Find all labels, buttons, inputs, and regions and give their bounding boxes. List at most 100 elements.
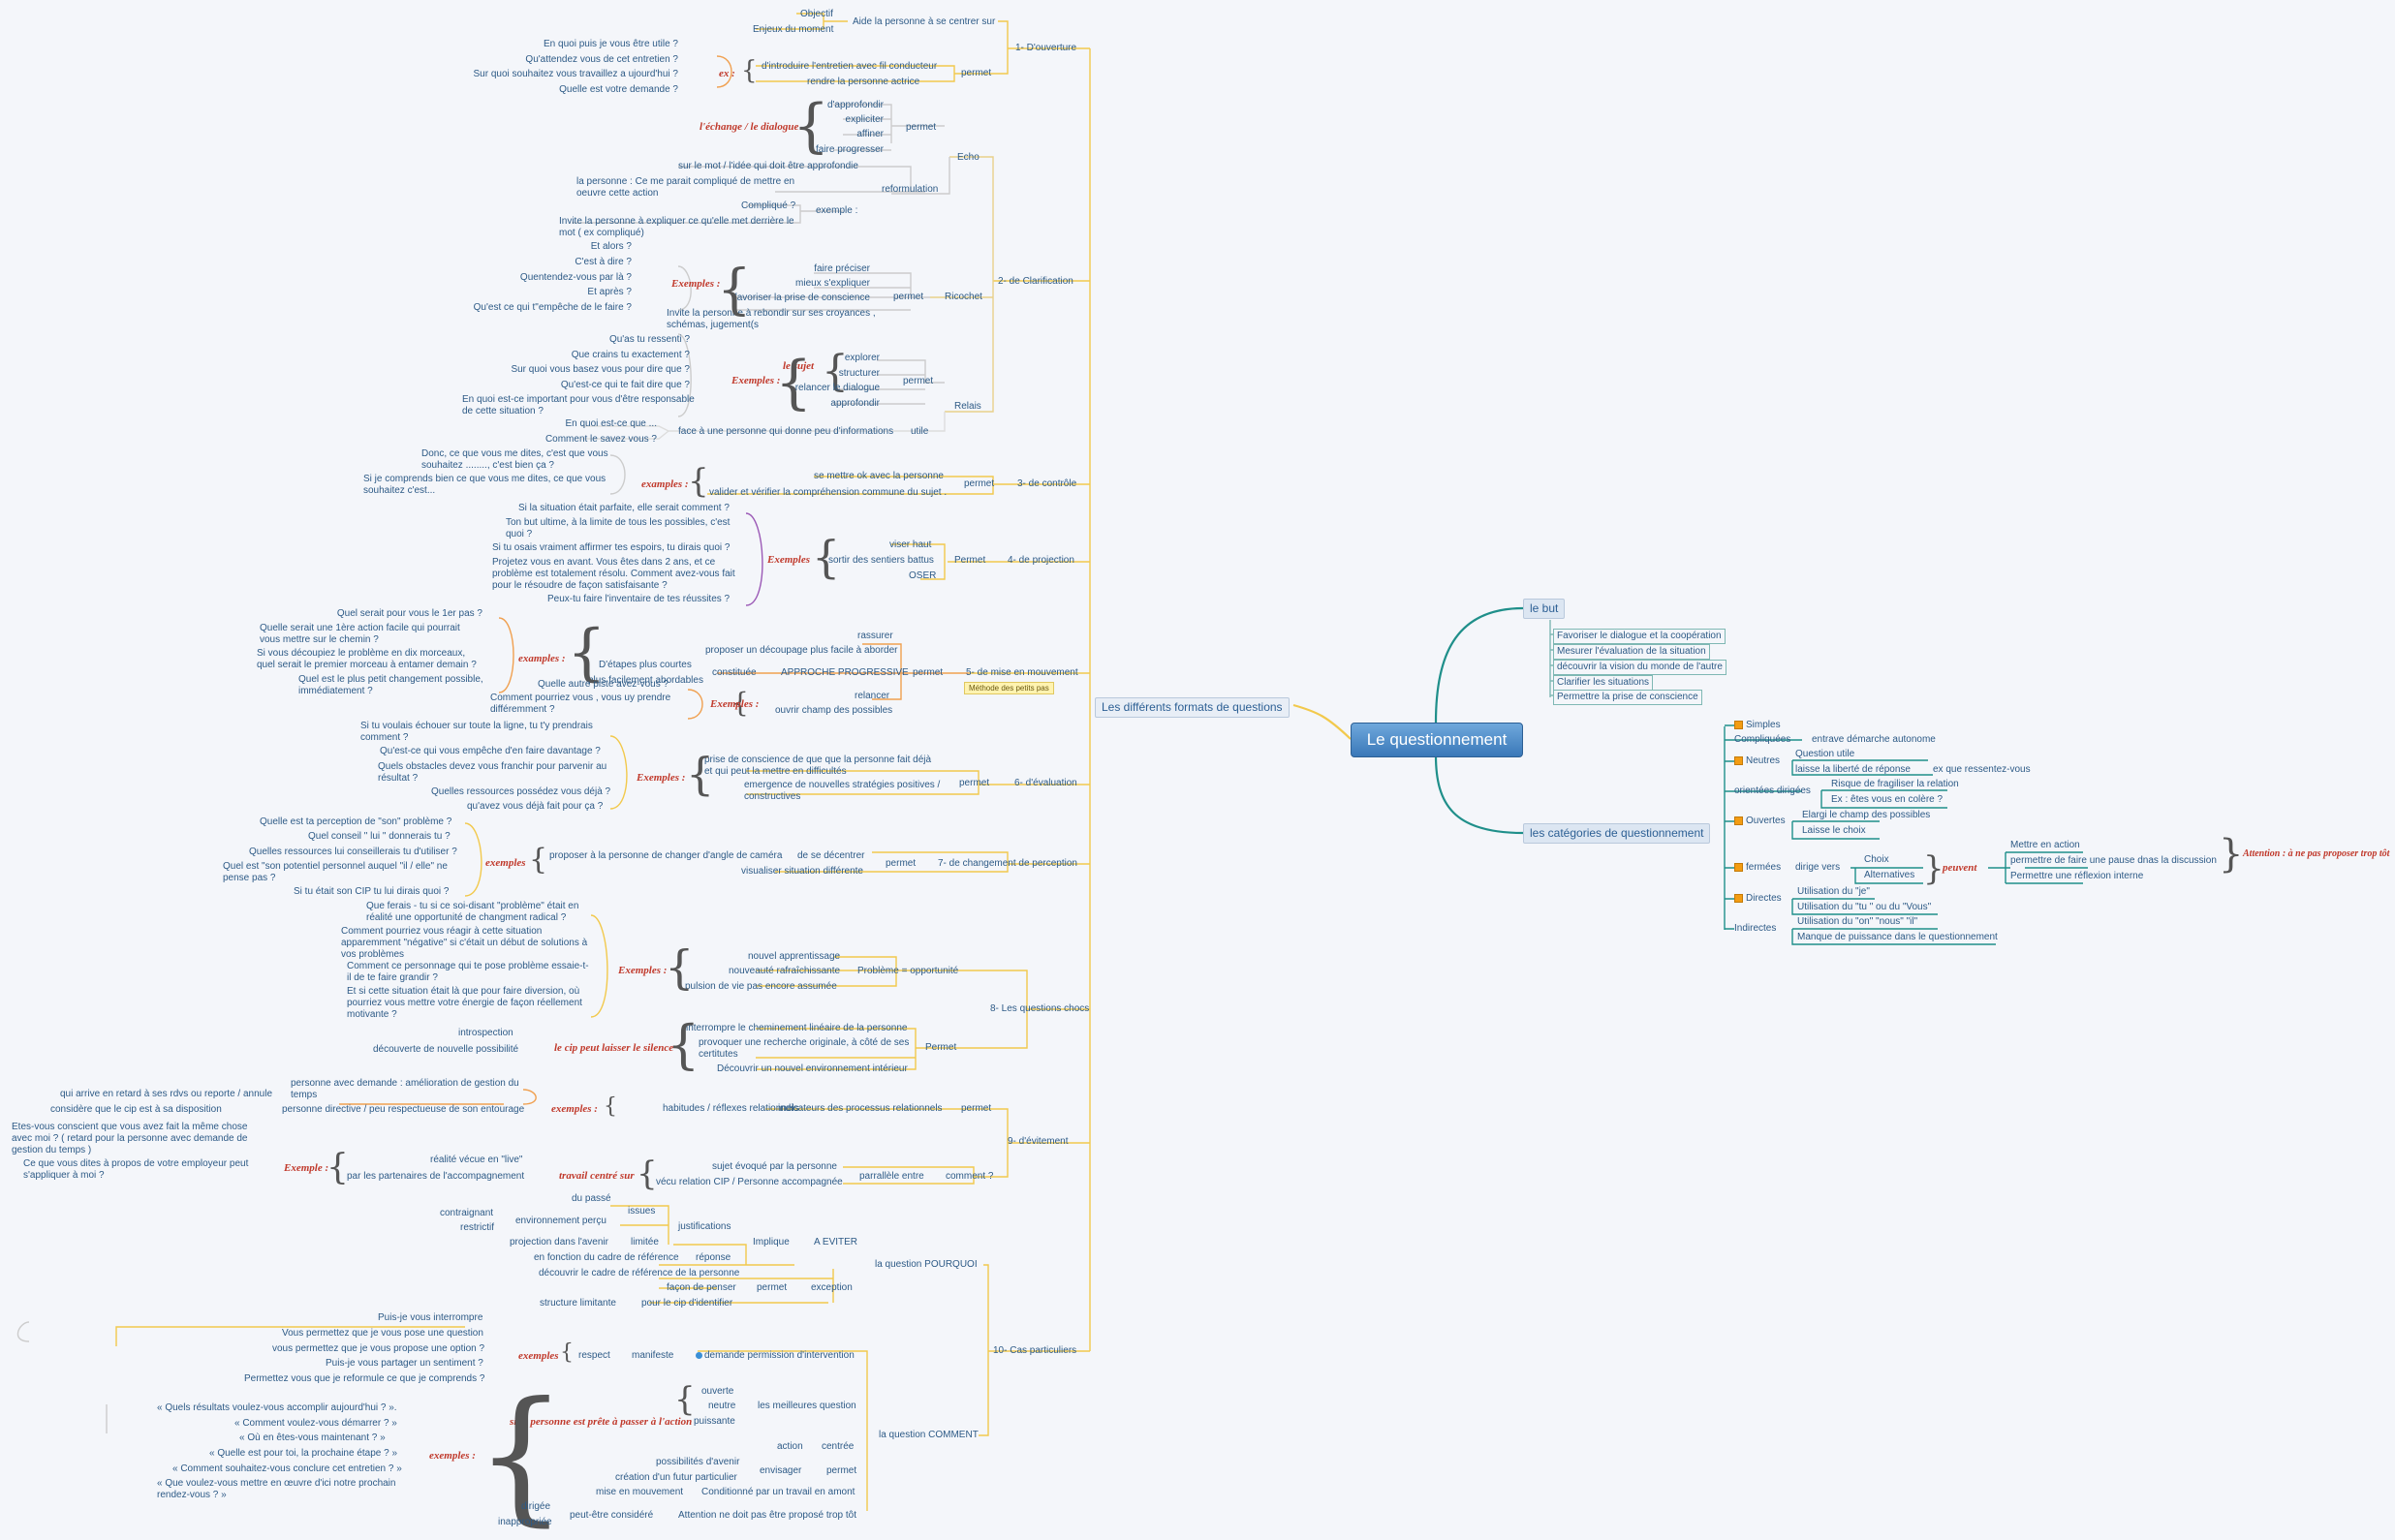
s7-example[interactable]: Quelles ressources lui conseillerais tu …: [249, 847, 457, 857]
s7-permet[interactable]: permet: [886, 858, 917, 869]
cat-choix[interactable]: Choix: [1864, 854, 1889, 865]
s2-ricochet-permet[interactable]: permet: [893, 292, 924, 302]
s2-relais-item[interactable]: structurer: [838, 368, 880, 379]
s2-relais[interactable]: Relais: [954, 401, 981, 412]
s2-utile-example[interactable]: Comment le savez vous ?: [544, 434, 657, 445]
s2-ricochet-example[interactable]: Quentendez-vous par là ?: [519, 272, 632, 283]
cat-peuvent[interactable]: peuvent: [1943, 862, 1977, 874]
s4-oser[interactable]: OSER: [909, 570, 937, 581]
s10-centree[interactable]: centrée: [822, 1441, 855, 1452]
s1-example[interactable]: Qu'attendez vous de cet entretien ?: [525, 54, 678, 65]
s10-passer-example[interactable]: « Comment voulez-vous démarrer ? »: [234, 1418, 397, 1429]
s9-comment[interactable]: comment ?: [946, 1171, 994, 1182]
s7-proposer[interactable]: proposer à la personne de changer d'angl…: [549, 850, 783, 861]
s3-example[interactable]: Si je comprends bien ce que vous me dite…: [363, 474, 607, 496]
s10-restrictif[interactable]: restrictif: [460, 1222, 494, 1233]
s9-habitudes[interactable]: habitudes / réflexes relationnels: [663, 1103, 799, 1114]
s10-decouvrir[interactable]: découvrir le cadre de référence de la pe…: [539, 1268, 740, 1278]
s10-projection[interactable]: projection dans l'avenir: [510, 1237, 608, 1247]
s8-prob-item[interactable]: nouveauté rafraîchissante: [729, 966, 841, 976]
s2-ricochet-invite[interactable]: Invite la personne à rebondir sur ses cr…: [667, 308, 876, 330]
s6-item[interactable]: emergence de nouvelles stratégies positi…: [744, 780, 941, 802]
s5-etapes[interactable]: D'étapes plus courtes: [599, 660, 692, 670]
s9-vecu[interactable]: vécu relation CIP / Personne accompagnée: [656, 1177, 843, 1187]
s7-example[interactable]: Quel conseil " lui " donnerais tu ?: [308, 831, 451, 842]
but-item[interactable]: découvrir la vision du monde de l'autre: [1553, 660, 1726, 675]
s8-probleme[interactable]: Problème = opportunité: [857, 966, 959, 976]
s1-enjeux[interactable]: Enjeux du moment: [753, 24, 834, 35]
s8-permet-item[interactable]: provoquer une recherche originale, à côt…: [699, 1037, 910, 1060]
cat-fermees[interactable]: fermées: [1734, 862, 1781, 874]
s10-mq[interactable]: puissante: [694, 1416, 735, 1427]
s2-echo-item[interactable]: faire progresser: [815, 144, 884, 155]
cat-directes[interactable]: Directes: [1734, 893, 1782, 905]
s10-title[interactable]: 10- Cas particuliers: [993, 1345, 1077, 1356]
s10-possibilites[interactable]: possibilités d'avenir: [656, 1457, 740, 1467]
branch-le-but[interactable]: le but: [1523, 599, 1566, 619]
s4-permet[interactable]: Permet: [954, 555, 986, 566]
s2-personne[interactable]: la personne : Ce me parait compliqué de …: [576, 176, 795, 199]
cat-orientees-a[interactable]: Risque de fragiliser la relation: [1831, 779, 1959, 789]
s10-attention[interactable]: Attention ne doit pas être proposé trop …: [678, 1510, 857, 1521]
s2-utile-example[interactable]: En quoi est-ce que ...: [565, 418, 657, 429]
s5-exemples2-label[interactable]: Exemples :: [710, 698, 760, 710]
s10-inappropriee[interactable]: inappropriée: [498, 1517, 552, 1527]
s5-example[interactable]: Quelle serait une 1ère action facile qui…: [260, 623, 460, 645]
s2-relais-example[interactable]: Qu'as tu ressenti ?: [608, 334, 690, 345]
s5-example2[interactable]: Comment pourriez vous , vous uy prendre …: [490, 693, 671, 715]
but-item[interactable]: Permettre la prise de conscience: [1553, 690, 1702, 705]
cat-compliquees[interactable]: Compliquées: [1734, 734, 1791, 745]
s9-considere[interactable]: considère que le cip est à sa dispositio…: [50, 1104, 222, 1115]
s9-ex1[interactable]: Etes-vous conscient que vous avez fait l…: [12, 1122, 248, 1155]
s5-ouvrir[interactable]: ouvrir champ des possibles: [775, 705, 893, 716]
s9-partenaires[interactable]: par les partenaires de l'accompagnement: [347, 1171, 525, 1182]
s8-examples-label[interactable]: Exemples :: [618, 965, 668, 976]
cat-peuvent-item[interactable]: Permettre une réflexion interne: [2010, 871, 2144, 881]
s3-examples-label[interactable]: examples :: [641, 478, 689, 490]
s10-respect-example[interactable]: Puis-je vous interrompre: [378, 1312, 483, 1323]
s2-exemple[interactable]: exemple :: [816, 205, 858, 216]
s2-ricochet-example[interactable]: C'est à dire ?: [575, 257, 632, 267]
s10-meilleures[interactable]: les meilleures question: [758, 1401, 856, 1411]
s6-example[interactable]: Si tu voulais échouer sur toute la ligne…: [360, 721, 593, 743]
s2-ricochet[interactable]: Ricochet: [945, 292, 982, 302]
s10-passer-label[interactable]: exemples :: [429, 1450, 476, 1462]
s10-passer-example[interactable]: « Comment souhaitez-vous conclure cet en…: [172, 1463, 402, 1474]
s10-passer[interactable]: si la personne est prête à passer à l'ac…: [510, 1416, 693, 1428]
s10-respect[interactable]: respect: [578, 1350, 610, 1361]
s5-abordables[interactable]: plus facilement abordables: [588, 675, 703, 686]
s7-decentrer[interactable]: de se décentrer: [797, 850, 865, 861]
s2-echo-permet[interactable]: permet: [906, 122, 937, 133]
s9-examples-label[interactable]: exemples :: [551, 1103, 598, 1115]
s9-permet[interactable]: permet: [961, 1103, 992, 1114]
s2-ricochet-item[interactable]: favoriser la prise de conscience: [733, 293, 870, 303]
s9-title[interactable]: 9- d'évitement: [1008, 1136, 1069, 1147]
cat-neutres-b[interactable]: laisse la liberté de réponse: [1795, 764, 1911, 775]
s8-decouverte[interactable]: découverte de nouvelle possibilité: [373, 1044, 519, 1055]
s10-env[interactable]: environnement perçu: [515, 1216, 607, 1226]
cat-orientees[interactable]: orientées dirigées: [1734, 785, 1811, 796]
s2-ricochet-example[interactable]: Et alors ?: [590, 241, 632, 252]
s8-permet-item[interactable]: interrompre le cheminement linéaire de l…: [686, 1023, 908, 1033]
s8-permet-item[interactable]: Découvrir un nouvel environnement intéri…: [717, 1063, 908, 1074]
s10-respect-example[interactable]: vous permettez que je vous propose une o…: [272, 1343, 485, 1354]
s9-ex2[interactable]: Ce que vous dites à propos de votre empl…: [23, 1158, 249, 1181]
s10-peut-etre[interactable]: peut-être considéré: [570, 1510, 654, 1521]
s5-constituee[interactable]: constituée: [712, 667, 757, 678]
s2-echange[interactable]: l'échange / le dialogue: [700, 121, 799, 133]
cat-orientees-b[interactable]: Ex : êtes vous en colère ?: [1831, 794, 1944, 805]
s10-c-permet[interactable]: permet: [826, 1465, 857, 1476]
s5-example2[interactable]: Quelle autre piste avez-vous ?: [538, 679, 669, 690]
cat-directes-a[interactable]: Utilisation du "je": [1797, 886, 1870, 897]
s5-example[interactable]: Quel serait pour vous le 1er pas ?: [336, 608, 482, 619]
s10-exception[interactable]: exception: [811, 1282, 853, 1293]
s8-introspection[interactable]: introspection: [458, 1028, 513, 1038]
cat-compliquees-note[interactable]: entrave démarche autonome: [1812, 734, 1936, 745]
s4-example[interactable]: Ton but ultime, à la limite de tous les …: [506, 517, 731, 539]
s2-echo-item[interactable]: affiner: [856, 129, 884, 139]
s1-objectif[interactable]: Objectif: [800, 9, 833, 19]
s8-example[interactable]: Que ferais - tu si ce soi-disant "problè…: [366, 901, 579, 923]
s6-example[interactable]: Quels obstacles devez vous franchir pour…: [378, 761, 607, 784]
but-item[interactable]: Mesurer l'évaluation de la situation: [1553, 644, 1710, 660]
cat-peuvent-item[interactable]: Mettre en action: [2010, 840, 2080, 850]
